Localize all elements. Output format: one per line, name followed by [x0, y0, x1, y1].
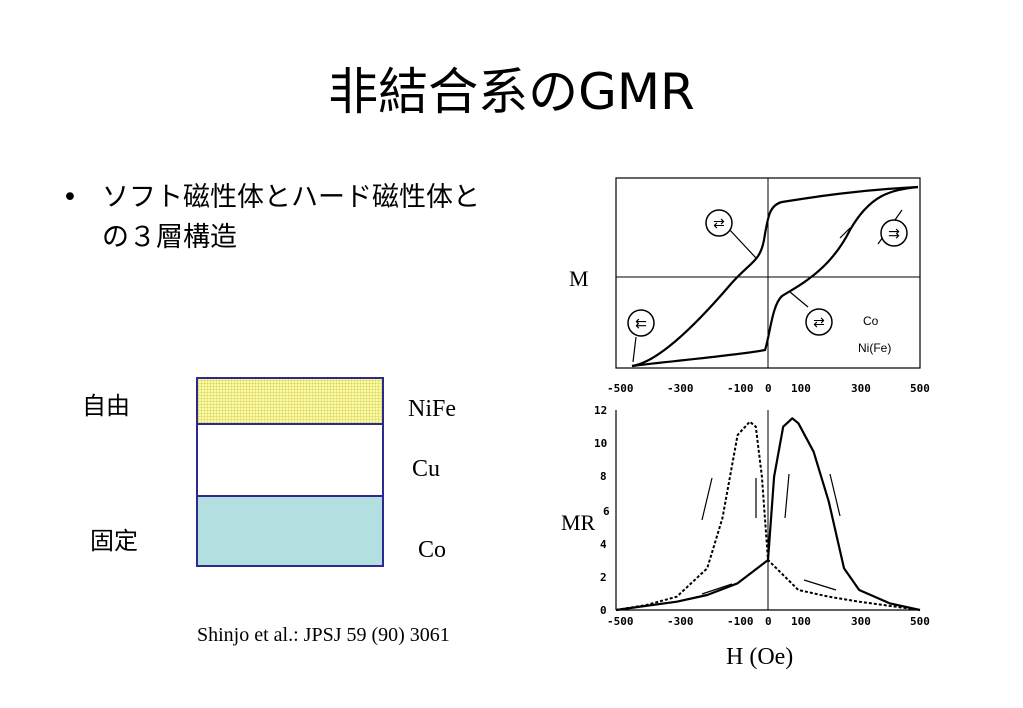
spin-icon-antiparallel-1: ⇄ — [705, 209, 733, 237]
layer-stack — [196, 377, 384, 567]
m-x-tick: -100 — [727, 382, 754, 395]
cu-label: Cu — [412, 456, 441, 482]
co-layer — [196, 497, 384, 567]
legend-co: Co — [863, 314, 879, 328]
mr-x-tick: 100 — [791, 615, 811, 628]
mr-x-tick: -500 — [607, 615, 634, 628]
mr-arrow-1 — [701, 477, 713, 521]
slide-title: 非結合系のGMR — [328, 63, 695, 121]
mr-arrow-4 — [829, 473, 841, 517]
svg-text:⇉: ⇉ — [888, 225, 900, 241]
m-x-tick: -300 — [667, 382, 694, 395]
fixed-label: 固定 — [90, 527, 138, 555]
mr-y-tick: 12 — [594, 404, 607, 417]
mr-x-tick: -300 — [667, 615, 694, 628]
mr-x-tick-labels: -500 -300 -100 0 100 300 500 — [607, 615, 930, 628]
mr-arrow-5 — [701, 583, 733, 595]
m-curve-up — [631, 185, 919, 368]
m-x-tick: 500 — [910, 382, 930, 395]
bullet-marker: • — [62, 182, 78, 213]
mr-y-tick: 6 — [603, 505, 610, 518]
cu-layer — [196, 425, 384, 497]
m-arrow-2 — [632, 336, 637, 363]
spin-icon-antiparallel-2: ⇄ — [805, 308, 833, 336]
mr-y-tick-labels: 0 2 4 6 8 10 12 — [594, 404, 610, 617]
m-x-tick: 300 — [851, 382, 871, 395]
m-axis-label: M — [569, 266, 589, 291]
co-label: Co — [418, 537, 447, 563]
mr-axis-label: MR — [561, 510, 596, 535]
bullet-text: ソフト磁性体とハード磁性体との３層構造 — [102, 182, 480, 253]
m-arrow-5 — [839, 227, 851, 239]
free-label: 自由 — [82, 392, 130, 420]
m-arrow-1 — [727, 227, 757, 259]
m-x-tick-labels: -500 -300 -100 0 100 300 500 — [607, 382, 930, 395]
mr-curve-solid — [615, 417, 921, 612]
mr-y-tick: 0 — [600, 604, 607, 617]
mr-arrow-3 — [784, 473, 790, 519]
m-arrow-3 — [789, 291, 809, 308]
mr-series — [615, 417, 921, 612]
mr-x-tick: 0 — [765, 615, 772, 628]
mr-y-tick: 8 — [600, 470, 607, 483]
spin-icon-parallel-left: ⇇ — [627, 309, 655, 337]
mr-y-tick: 4 — [600, 538, 607, 551]
mr-y-tick: 10 — [594, 437, 607, 450]
m-x-tick: 0 — [765, 382, 772, 395]
svg-text:⇄: ⇄ — [713, 215, 725, 231]
nife-layer — [196, 377, 384, 425]
mr-y-tick: 2 — [600, 571, 607, 584]
legend-nife: Ni(Fe) — [858, 341, 891, 355]
svg-text:⇄: ⇄ — [813, 314, 825, 330]
h-axis-label: H (Oe) — [726, 644, 793, 670]
m-x-tick: 100 — [791, 382, 811, 395]
mr-curve-dotted — [615, 420, 921, 611]
svg-text:⇇: ⇇ — [635, 315, 647, 331]
mr-arrow-6 — [803, 579, 837, 591]
m-x-tick: -500 — [607, 382, 634, 395]
nife-label: NiFe — [408, 396, 456, 422]
mr-x-tick: -100 — [727, 615, 754, 628]
citation: Shinjo et al.: JPSJ 59 (90) 3061 — [197, 624, 450, 646]
spin-icon-parallel-right: ⇉ — [880, 219, 908, 247]
mr-x-tick: 300 — [851, 615, 871, 628]
mr-x-tick: 500 — [910, 615, 930, 628]
m-curve-down — [631, 185, 919, 368]
